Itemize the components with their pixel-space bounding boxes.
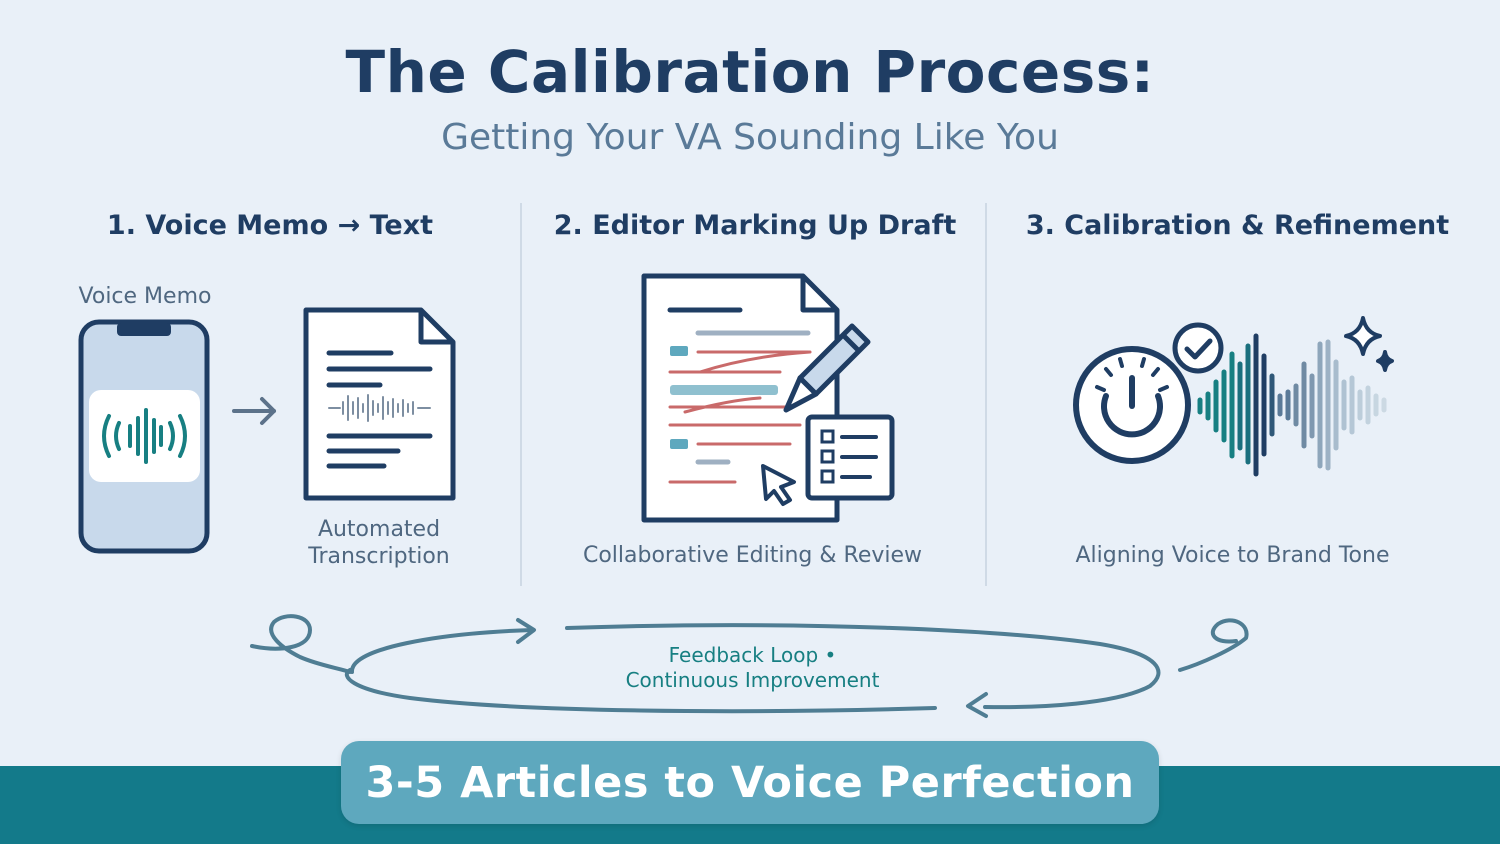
step-1-heading: 1. Voice Memo → Text	[106, 210, 434, 241]
cursor-icon	[761, 464, 796, 506]
step-2-heading: 2. Editor Marking Up Draft	[553, 210, 957, 241]
transcription-caption-line-1: Automated	[317, 517, 441, 542]
column-divider-1	[520, 203, 522, 586]
page-title: The Calibration Process:	[345, 38, 1155, 106]
sparkle-icon	[1344, 316, 1394, 372]
page-subtitle: Getting Your VA Sounding Like You	[441, 117, 1059, 158]
feedback-loop-text: Feedback Loop • Continuous Improvement	[560, 643, 945, 693]
alignment-caption: Aligning Voice to Brand Tone	[1075, 543, 1390, 568]
phone-icon	[78, 319, 210, 554]
check-circle-icon	[1172, 322, 1224, 374]
transcription-caption: Automated Transcription	[279, 516, 479, 570]
checklist-icon	[805, 414, 895, 501]
waveform-icon	[1197, 333, 1387, 477]
feedback-loop-line-2: Continuous Improvement	[625, 668, 880, 692]
gauge-dial-icon	[1073, 346, 1191, 464]
result-banner: 3-5 Articles to Voice Perfection	[341, 741, 1159, 824]
transcript-document-icon	[303, 307, 456, 501]
arrow-right-icon	[232, 397, 276, 425]
draft-document-icon	[641, 273, 840, 523]
pencil-icon	[783, 323, 871, 413]
feedback-loop-graphic	[250, 614, 1249, 718]
editing-caption: Collaborative Editing & Review	[582, 543, 923, 568]
result-banner-text: 3-5 Articles to Voice Perfection	[365, 757, 1135, 808]
feedback-loop-line-1: Feedback Loop •	[668, 643, 837, 667]
voice-memo-label: Voice Memo	[78, 284, 212, 309]
step-3-heading: 3. Calibration & Refinement	[1025, 210, 1450, 241]
column-divider-2	[985, 203, 987, 586]
transcription-caption-line-2: Transcription	[308, 544, 450, 569]
